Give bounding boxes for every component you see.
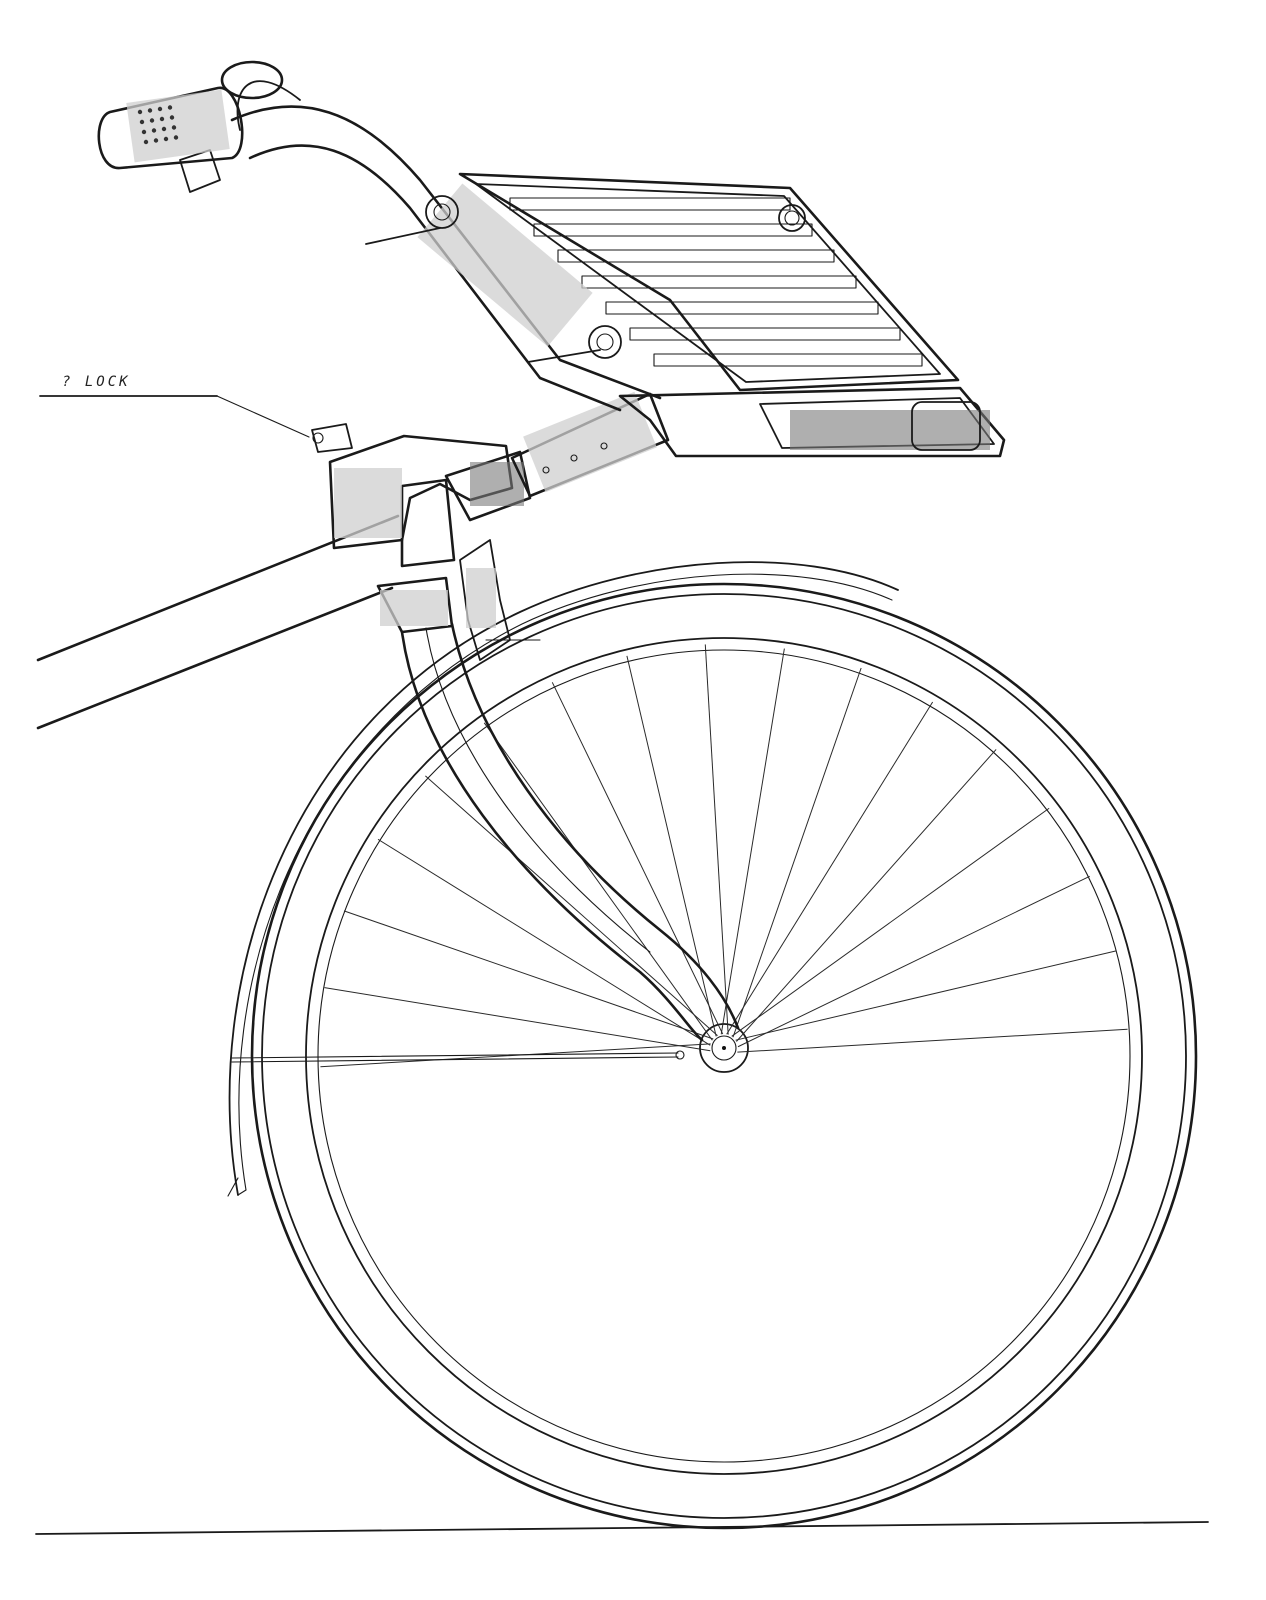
spoke xyxy=(720,648,785,1035)
spoke xyxy=(731,807,1050,1037)
grip-texture-dot xyxy=(137,109,143,115)
rack-tray xyxy=(618,386,1006,458)
grip-texture-dot xyxy=(173,135,179,140)
bar-clamp-bottom xyxy=(588,325,622,359)
grip-texture-dot xyxy=(153,138,159,143)
grip-texture-dot xyxy=(141,129,147,135)
grip-texture-dot xyxy=(159,116,165,122)
spoke xyxy=(732,667,862,1038)
spoke xyxy=(704,644,729,1035)
front-lamp xyxy=(911,401,981,451)
front-fork xyxy=(400,622,740,1042)
grip-texture-dot xyxy=(161,126,167,132)
spoke xyxy=(377,838,711,1046)
brake-cable xyxy=(231,1052,679,1063)
ground-line xyxy=(35,1521,1209,1535)
wheel-spokes xyxy=(320,644,1128,1068)
rack-slat xyxy=(581,275,857,289)
grip-texture-dot xyxy=(147,108,153,113)
spoke xyxy=(726,701,934,1035)
grip-texture-dot xyxy=(171,125,177,130)
front-mudguard xyxy=(228,561,899,1196)
spoke xyxy=(324,987,711,1052)
grip-texture-dot xyxy=(163,136,169,142)
grip-end-cap xyxy=(220,60,284,100)
grip-texture-dot xyxy=(139,119,145,125)
brake-lever xyxy=(179,149,221,193)
spoke xyxy=(736,749,997,1042)
head-tube xyxy=(311,423,514,634)
spoke xyxy=(735,950,1117,1041)
stem xyxy=(444,391,670,522)
lock-leader-line xyxy=(39,395,310,438)
lock-annotation-label: ? LOCK xyxy=(62,374,131,390)
rack-slat xyxy=(533,223,813,237)
down-tube xyxy=(36,514,400,730)
front-rack xyxy=(458,172,960,392)
rack-slat xyxy=(605,301,879,315)
spoke xyxy=(737,1028,1128,1053)
grip-texture-dot xyxy=(149,118,155,123)
grip-texture-dot xyxy=(157,106,163,112)
bar-clamp-top xyxy=(425,195,459,229)
rack-slat xyxy=(557,249,835,263)
grip-texture-dot xyxy=(167,105,173,110)
grip-texture-dot xyxy=(143,139,149,145)
spoke xyxy=(626,655,717,1037)
grip-texture-dot xyxy=(169,115,175,120)
handlebar-grip xyxy=(97,60,284,170)
spoke xyxy=(737,875,1090,1048)
fork-lock xyxy=(459,539,541,661)
spoke xyxy=(551,682,724,1035)
spoke xyxy=(483,722,713,1041)
rack-slat xyxy=(629,327,901,341)
spoke xyxy=(343,910,714,1040)
front-wheel xyxy=(250,582,1198,1530)
grip-texture-dot xyxy=(151,128,157,133)
mudguard-tip xyxy=(227,1177,239,1197)
spoke xyxy=(425,775,718,1036)
handlebar xyxy=(179,80,662,412)
rack-bolt xyxy=(778,204,806,232)
rack-slat xyxy=(509,197,791,211)
rack-slat xyxy=(653,353,923,367)
hub xyxy=(699,1023,749,1073)
